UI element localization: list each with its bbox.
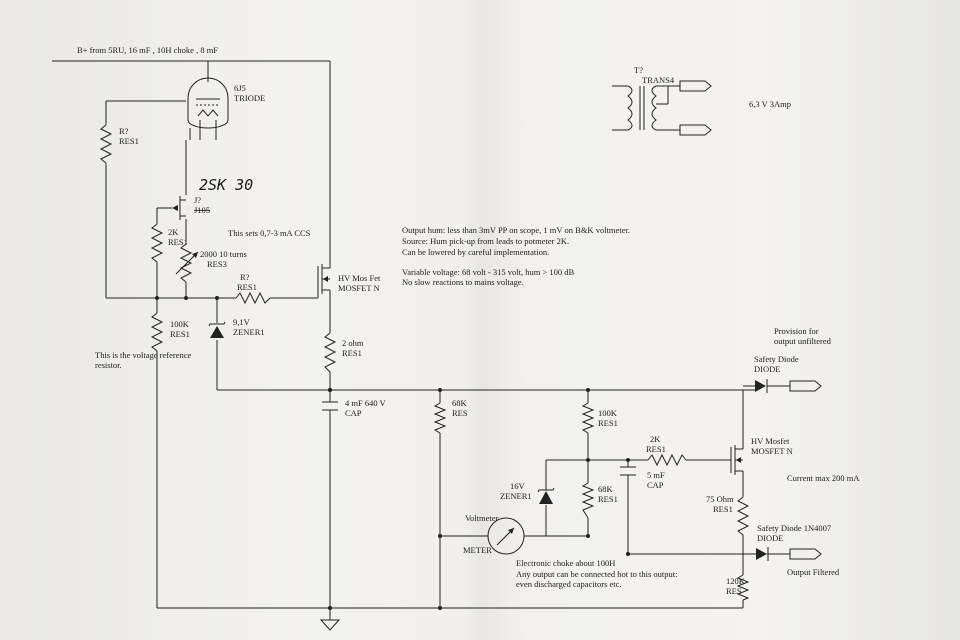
r-100k-type: RES1 — [170, 329, 190, 339]
zener-2 — [537, 487, 555, 504]
r-100k-b-value: 100K — [598, 408, 618, 418]
resistor-68k-b — [581, 482, 595, 519]
resistor-2ohm — [323, 332, 337, 373]
wires — [52, 60, 790, 620]
mosfet-1 — [317, 262, 331, 296]
provision-line2: output unfiltered — [774, 336, 832, 346]
cap2-type: CAP — [647, 480, 664, 490]
ccs-note: This sets 0,7-3 mA CCS — [228, 228, 311, 238]
r-120k-value: 120K — [726, 576, 746, 586]
safety-diode-2 — [756, 547, 822, 561]
safety2-type: DIODE — [757, 533, 783, 543]
vref-note-line2: resistor. — [95, 360, 122, 370]
r-2k-value: 2K — [168, 227, 179, 237]
meter-bottom: METER — [463, 545, 492, 555]
transformer — [612, 80, 712, 136]
cap2-value: 5 mF — [647, 470, 665, 480]
pot-type: RES3 — [207, 259, 227, 269]
r-100k-b-type: RES1 — [598, 418, 618, 428]
note-line4: Variable voltage: 68 volt - 315 volt, hu… — [402, 267, 575, 277]
resistor-100k — [150, 312, 164, 352]
vref-note-line1: This is the voltage reference — [95, 350, 192, 360]
jfet — [172, 196, 186, 220]
jfet-ref: J? — [194, 195, 201, 205]
r-68k-b-value: 68K — [598, 484, 614, 494]
zener1-type: ZENER1 — [233, 327, 265, 337]
tube-type: TRIODE — [234, 93, 265, 103]
r-68k-a-value: 68K — [452, 398, 468, 408]
resistor-r-left — [99, 124, 113, 164]
note-line5: No slow reactions to mains voltage. — [402, 277, 524, 287]
r-gate-type: RES1 — [237, 282, 257, 292]
handwritten-part: 2SK 30 — [199, 176, 253, 194]
zener1-value: 9,1V — [233, 317, 251, 327]
note-line1: Output hum: less than 3mV PP on scope, 1… — [402, 225, 630, 235]
cap1-type: CAP — [345, 408, 362, 418]
choke-note-line2: Any output can be connected hot to this … — [516, 569, 677, 579]
note-line3: Can be lowered by careful implementation… — [402, 247, 549, 257]
capacitor-1 — [322, 401, 338, 411]
resistor-75ohm — [736, 496, 750, 536]
r-100k-value: 100K — [170, 319, 190, 329]
resistor-120k — [736, 574, 750, 601]
r-gate-ref: R? — [240, 272, 250, 282]
r-left-type: RES1 — [119, 136, 139, 146]
mosfet1-type: MOSFET N — [338, 283, 380, 293]
output-filtered-label: Output Filtered — [787, 567, 840, 577]
zener2-value: 16V — [510, 481, 526, 491]
mosfet1-name: HV Mos Fet — [338, 273, 381, 283]
r-2k-b-value: 2K — [650, 434, 661, 444]
resistor-gate — [235, 291, 271, 305]
pot-value: 2000 10 turns — [200, 249, 247, 259]
safety1-name: Safety Diode — [754, 354, 799, 364]
transformer-type: TRANS4 — [642, 75, 675, 85]
supply-label: B+ from 5RU, 16 mF , 10H choke , 8 mF — [77, 45, 218, 55]
current-note: Current max 200 mA — [787, 473, 860, 483]
capacitor-2 — [620, 466, 636, 476]
choke-note-line3: even discharged capacitors etc. — [516, 579, 622, 589]
note-line2: Source: Hum pick-up from leads to potmet… — [402, 236, 569, 246]
r-68k-a-type: RES — [452, 408, 468, 418]
jfet-old: J105 — [194, 205, 210, 215]
r-2k-type: RES1 — [168, 237, 188, 247]
provision-line1: Provision for — [774, 326, 819, 336]
r-75-type: RES1 — [713, 504, 733, 514]
r-2ohm-type: RES1 — [342, 348, 362, 358]
voltmeter — [487, 517, 525, 555]
resistor-100k-b — [581, 402, 595, 434]
resistor-2k-b — [647, 453, 687, 467]
resistor-2k — [150, 223, 164, 263]
safety2-name: Safety Diode 1N4007 — [757, 523, 831, 533]
r-120k-type: RES — [726, 586, 742, 596]
mosfet-2 — [730, 443, 744, 475]
zener-1 — [208, 321, 226, 338]
transformer-ref: T? — [634, 65, 643, 75]
safety1-type: DIODE — [754, 364, 780, 374]
ground-symbol — [319, 619, 341, 631]
mosfet2-name: HV Mosfet — [751, 436, 790, 446]
transformer-rating: 6,3 V 3Amp — [749, 99, 791, 109]
r-2ohm-value: 2 ohm — [342, 338, 364, 348]
safety-diode-1 — [755, 379, 822, 393]
zener2-type: ZENER1 — [500, 491, 532, 501]
r-left-ref: R? — [119, 126, 129, 136]
tube-name: 6J5 — [234, 83, 246, 93]
r-68k-b-type: RES1 — [598, 494, 618, 504]
r-75-value: 75 Ohm — [706, 494, 734, 504]
r-2k-b-type: RES1 — [646, 444, 666, 454]
choke-note-line1: Electronic choke about 100H — [516, 558, 615, 568]
mosfet2-type: MOSFET N — [751, 446, 793, 456]
cap1-value: 4 mF 640 V — [345, 398, 387, 408]
triode-tube — [187, 77, 229, 140]
resistor-68k-a — [433, 402, 447, 434]
potentiometer — [175, 243, 199, 283]
junction-dots — [155, 296, 630, 610]
meter-top: Voltmeter — [465, 513, 499, 523]
